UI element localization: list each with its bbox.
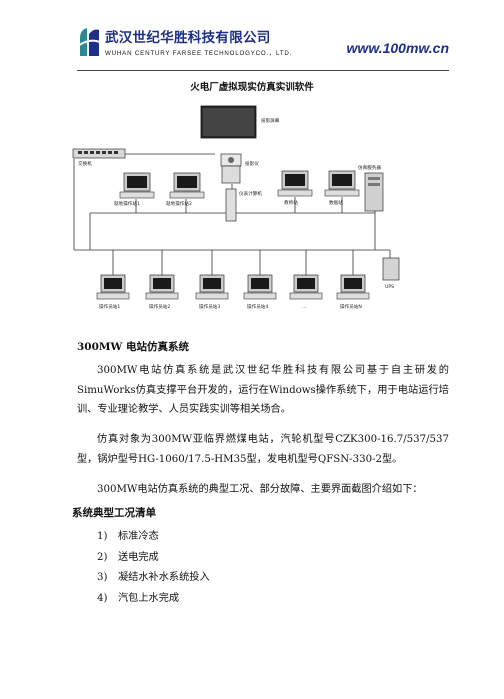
engineer-station-1-label: 就地操作站1 [114, 200, 140, 207]
list-item: 2)送电完成 [97, 551, 159, 563]
engineer-station-2-label: 就地操作站2 [166, 200, 192, 207]
operator-station-label: 操作员站2 [149, 303, 170, 310]
operator-station-label: ... [302, 305, 306, 310]
ups-label: UPS [385, 284, 394, 290]
instructor-tower-icon: 仪表计算机 [225, 188, 262, 222]
instructor-computer-label: 仪表计算机 [239, 190, 262, 197]
header-divider [77, 70, 449, 71]
company-logo-icon [77, 28, 101, 56]
section-title-cn: 电站仿真系统 [126, 341, 189, 353]
projector-label: 投影仪 [245, 160, 259, 167]
switch-label: 交换机 [78, 160, 92, 167]
server-icon: 仿真服务器 [358, 164, 384, 212]
projector-screen-label: 投影屏幕 [261, 117, 280, 124]
list-item: 1)标准冷态 [97, 531, 159, 542]
section-title: 300MW 电站仿真系统 [77, 339, 189, 354]
projection-screen-icon: 投影屏幕 [200, 105, 280, 139]
paragraph-intro: 300MW电站仿真系统是武汉世纪华胜科技有限公司基于自主研发的SimuWorks… [77, 365, 449, 415]
list-item: 3)凝结水补水系统投入 [97, 572, 210, 583]
operator-station-label: 操作员站N [340, 303, 362, 310]
document-title: 火电厂虚拟现实仿真实训软件 [190, 82, 314, 93]
data-station-label: 数据站 [329, 199, 343, 206]
workstation-icon: 操作员站1 [96, 274, 130, 310]
workstation-icon: 操作员站2 [145, 274, 179, 310]
network-diagram: 交换机 投影屏幕 投影仪 仪表计算机 就地操作站1 [70, 95, 432, 320]
operator-station-label: 操作员站3 [199, 303, 220, 310]
paragraph-overview: 300MW电站仿真系统的典型工况、部分故障、主要界面截图介绍如下： [97, 484, 423, 495]
projector-icon: 投影仪 [220, 153, 259, 184]
list-title: 系统典型工况清单 [72, 507, 156, 519]
operator-station-label: 操作员站4 [247, 303, 268, 310]
conditions-list: 1)标准冷态 2)送电完成 3)凝结水补水系统投入 4)汽包上水完成 [97, 527, 210, 609]
workstation-icon: 操作员站3 [195, 274, 229, 310]
operator-workstations: 操作员站1 操作员站2 操作员站3 操作员站4 [96, 274, 370, 310]
list-item: 4)汽包上水完成 [97, 592, 180, 604]
teacher-station-label: 教师站 [284, 199, 298, 206]
workstation-icon: 就地操作站1 [114, 172, 155, 207]
workstation-icon: 操作员站N [336, 274, 370, 310]
operator-station-label: 操作员站1 [99, 303, 120, 310]
ups-icon: UPS [382, 257, 400, 290]
workstation-icon: 操作员站4 [243, 274, 277, 310]
page-header: 武汉世纪华胜科技有限公司 WUHAN CENTURY FARSEE TECHNO… [77, 20, 449, 70]
workstation-icon: 就地操作站2 [166, 172, 205, 207]
section-title-en: 300MW [77, 341, 123, 353]
workstation-icon: 数据站 [324, 170, 360, 206]
paragraph-object: 仿真对象为300MW亚临界燃煤电站，汽轮机型号CZK300-16.7/537/5… [77, 434, 449, 465]
simulation-server-label: 仿真服务器 [358, 164, 381, 171]
switch-icon: 交换机 [72, 148, 126, 167]
website-link[interactable]: www.100mw.cn [346, 40, 449, 56]
workstation-icon: ... [289, 274, 323, 310]
workstation-icon: 教师站 [277, 170, 313, 206]
company-name-cn: 武汉世纪华胜科技有限公司 [105, 30, 271, 46]
company-name-en: WUHAN CENTURY FARSEE TECHNOLOGYCO.，LTD. [105, 50, 293, 57]
